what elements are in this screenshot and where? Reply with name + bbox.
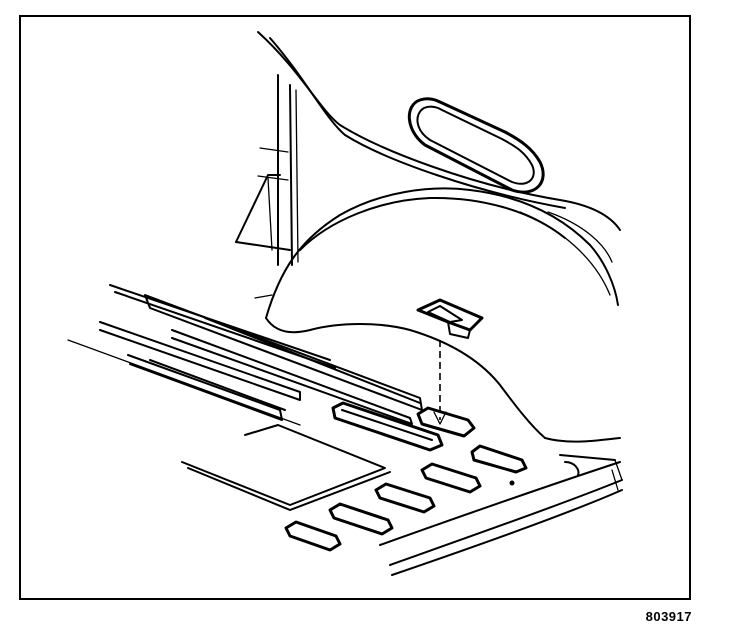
recessed-floor-panel xyxy=(181,424,391,511)
install-arrow xyxy=(433,411,447,425)
figure-id-label: 803917 xyxy=(645,609,692,624)
illustration-frame xyxy=(19,15,691,600)
wheel-well-housing xyxy=(254,187,621,443)
retainer-clip xyxy=(416,298,484,339)
oval-vent-opening xyxy=(407,97,545,194)
tie-down-slots xyxy=(284,401,528,552)
bed-side-panel xyxy=(235,31,621,266)
bed-floor xyxy=(67,284,623,576)
floor-ribs xyxy=(99,294,423,425)
